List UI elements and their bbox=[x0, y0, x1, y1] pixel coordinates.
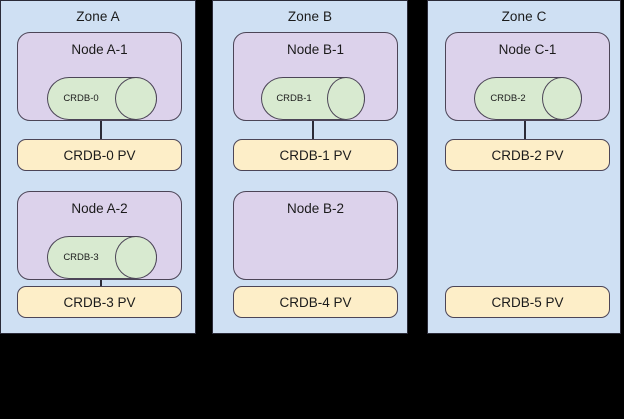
pod-crdb-0[interactable]: CRDB-0 bbox=[47, 77, 157, 120]
zone-a: Zone A Node A-1 CRDB-0 CRDB-0 PV Node A-… bbox=[0, 0, 196, 334]
pod-crdb-0-label: CRDB-0 bbox=[63, 93, 99, 104]
zone-c: Zone C Node C-1 CRDB-2 CRDB-2 PV CRDB-5 … bbox=[427, 0, 621, 334]
pv-crdb-0[interactable]: CRDB-0 PV bbox=[17, 139, 182, 171]
pv-crdb-4-label: CRDB-4 PV bbox=[279, 294, 352, 310]
cylinder-end-cap-icon bbox=[542, 77, 582, 120]
zone-a-label: Zone A bbox=[76, 9, 120, 24]
pv-crdb-4[interactable]: CRDB-4 PV bbox=[233, 286, 398, 318]
connector-crdb-0 bbox=[100, 121, 102, 139]
pod-crdb-2[interactable]: CRDB-2 bbox=[474, 77, 582, 120]
node-c-1[interactable]: Node C-1 CRDB-2 bbox=[445, 32, 610, 121]
pv-crdb-5[interactable]: CRDB-5 PV bbox=[445, 286, 610, 318]
pod-crdb-1[interactable]: CRDB-1 bbox=[261, 77, 365, 120]
node-a-2[interactable]: Node A-2 CRDB-3 bbox=[17, 191, 182, 280]
pv-crdb-3[interactable]: CRDB-3 PV bbox=[17, 286, 182, 318]
pod-crdb-2-label: CRDB-2 bbox=[490, 93, 526, 104]
zone-c-label: Zone C bbox=[501, 9, 547, 24]
connector-crdb-2 bbox=[524, 121, 526, 139]
pod-crdb-3-label: CRDB-3 bbox=[63, 252, 99, 263]
pv-crdb-2-label: CRDB-2 PV bbox=[491, 147, 564, 163]
zone-b: Zone B Node B-1 CRDB-1 CRDB-1 PV Node B-… bbox=[212, 0, 408, 334]
pv-crdb-3-label: CRDB-3 PV bbox=[63, 294, 136, 310]
pv-crdb-5-label: CRDB-5 PV bbox=[491, 294, 564, 310]
cylinder-end-cap-icon bbox=[115, 236, 157, 279]
node-b-2[interactable]: Node B-2 bbox=[233, 191, 398, 280]
node-b-1[interactable]: Node B-1 CRDB-1 bbox=[233, 32, 398, 121]
node-c-1-label: Node C-1 bbox=[498, 42, 557, 57]
node-a-1-label: Node A-1 bbox=[71, 42, 128, 57]
node-a-1[interactable]: Node A-1 CRDB-0 bbox=[17, 32, 182, 121]
pv-crdb-0-label: CRDB-0 PV bbox=[63, 147, 136, 163]
pv-crdb-2[interactable]: CRDB-2 PV bbox=[445, 139, 610, 171]
pod-crdb-3[interactable]: CRDB-3 bbox=[47, 236, 157, 279]
node-a-2-label: Node A-2 bbox=[71, 201, 128, 216]
pod-crdb-1-label: CRDB-1 bbox=[276, 93, 312, 104]
cylinder-end-cap-icon bbox=[115, 77, 157, 120]
connector-crdb-1 bbox=[312, 121, 314, 139]
zone-b-label: Zone B bbox=[287, 9, 333, 24]
node-b-2-label: Node B-2 bbox=[286, 201, 345, 216]
cylinder-end-cap-icon bbox=[327, 77, 365, 120]
pv-crdb-1[interactable]: CRDB-1 PV bbox=[233, 139, 398, 171]
node-b-1-label: Node B-1 bbox=[286, 42, 345, 57]
pv-crdb-1-label: CRDB-1 PV bbox=[279, 147, 352, 163]
